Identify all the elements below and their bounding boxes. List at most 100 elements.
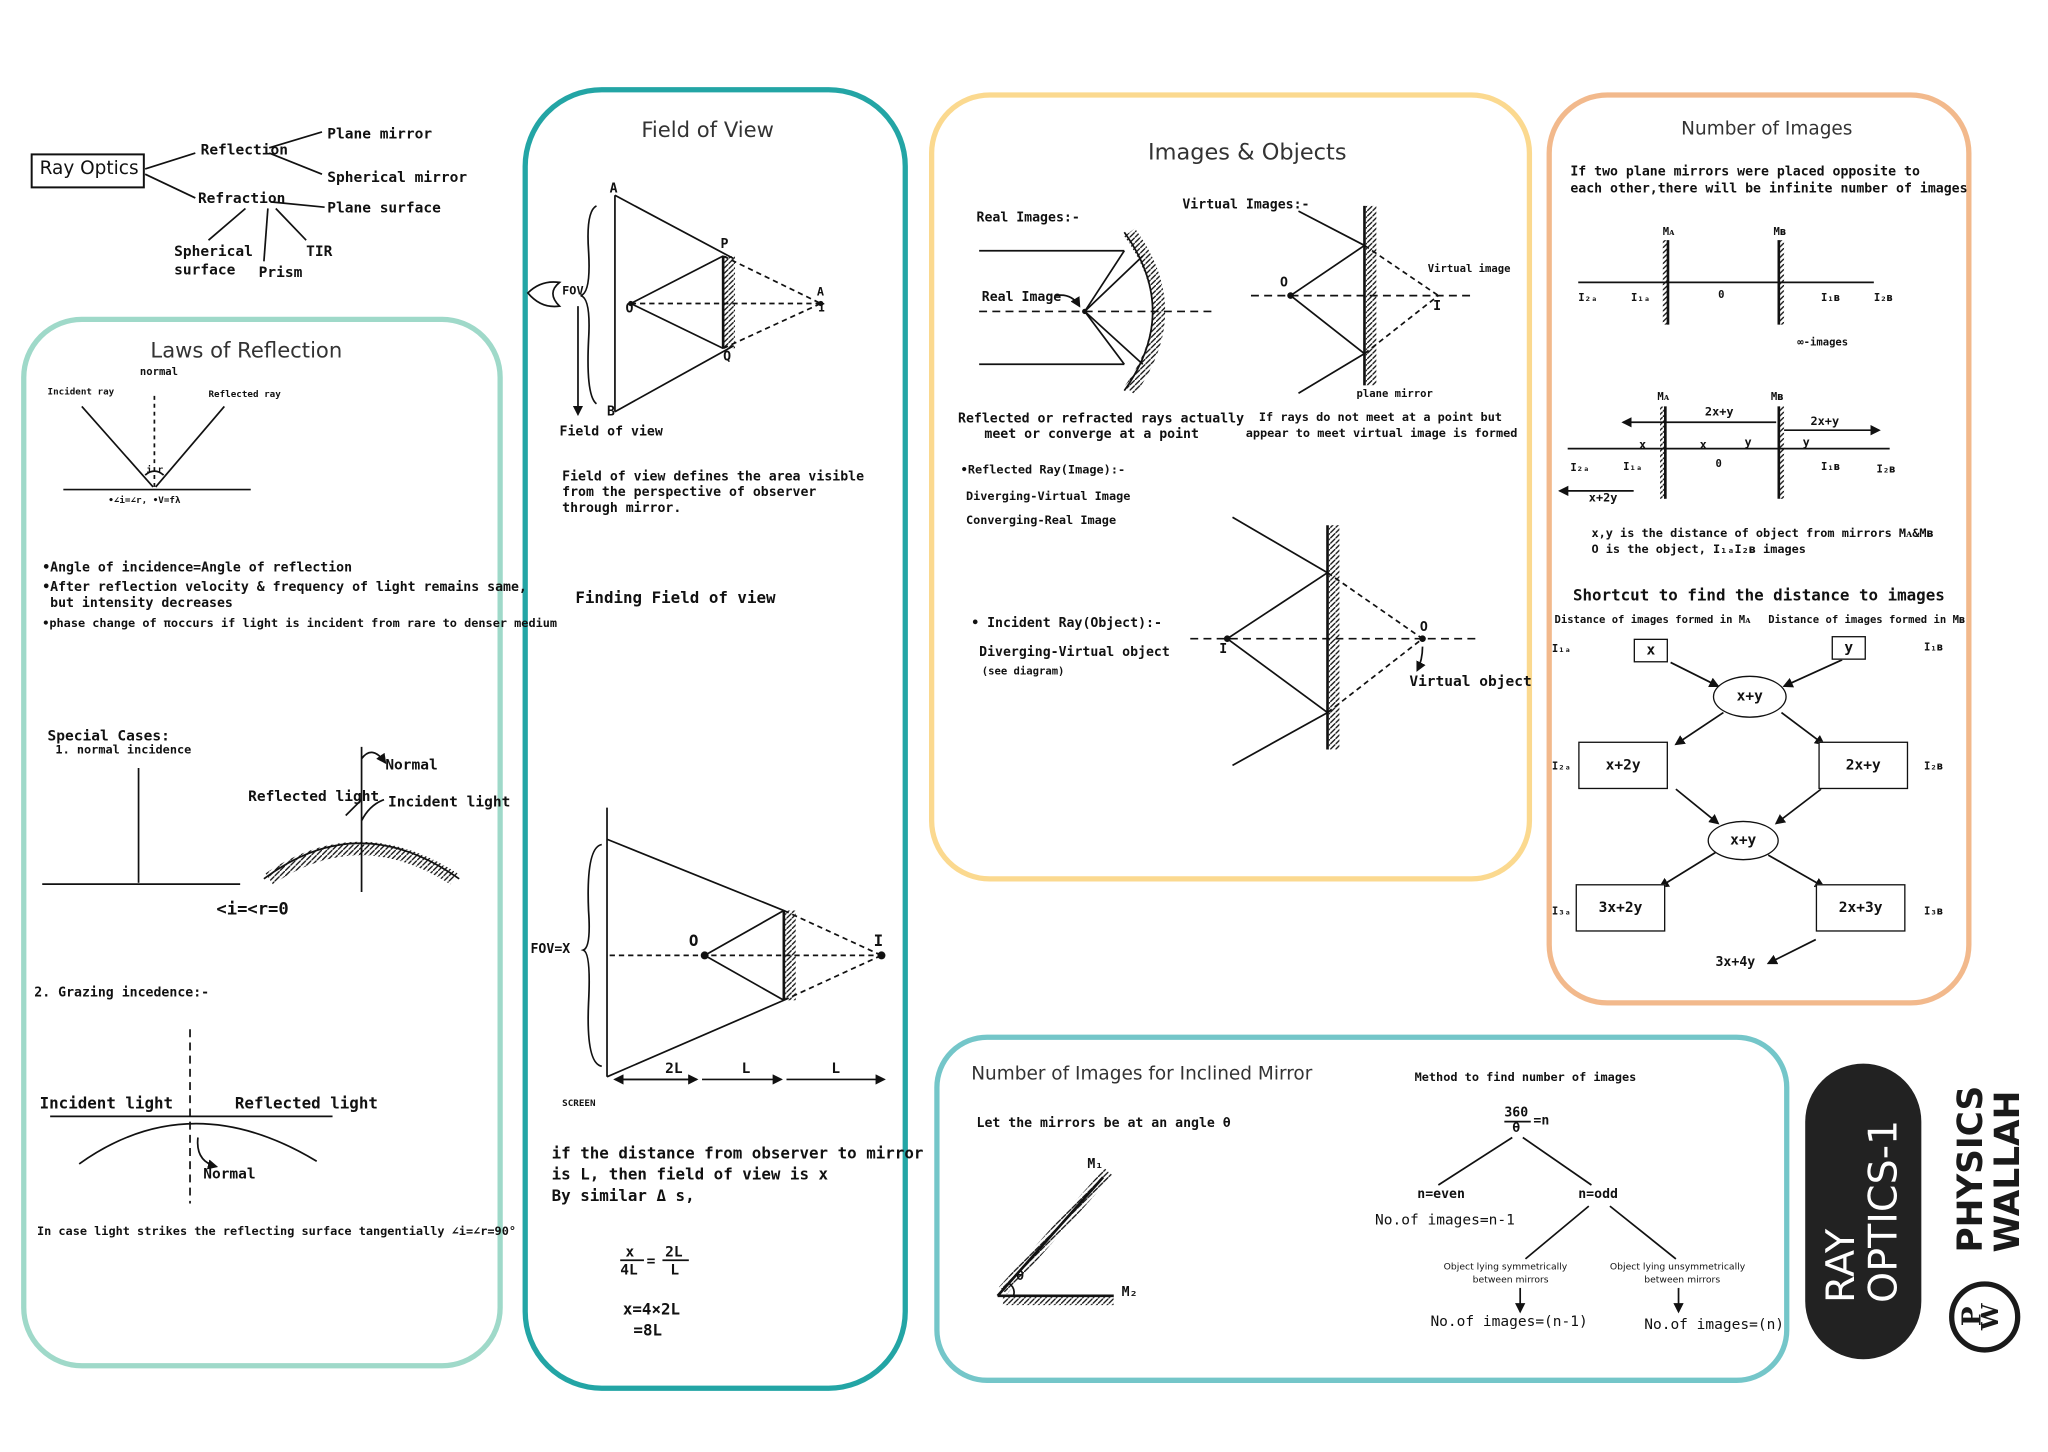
- fov-label-a: A: [609, 182, 618, 197]
- physics-wallah-wordmark: PHYSICS WALLAH: [1951, 1085, 2029, 1253]
- number-y-box: y: [1831, 636, 1866, 660]
- number-mb: Mʙ: [1773, 225, 1787, 238]
- mindmap-refraction: Refraction: [197, 190, 286, 208]
- fov-dist-2: is L, then field of view is x: [551, 1165, 829, 1184]
- inclined-n-odd: n=odd: [1578, 1187, 1618, 1203]
- number-title: Number of Images: [1681, 118, 1853, 140]
- number-i1a-flow: I₁ₐ: [1551, 642, 1571, 655]
- mindmap-root: Ray Optics: [39, 158, 139, 180]
- images-reflected-ray: •Reflected Ray(Image):-: [960, 464, 1126, 478]
- inclined-unsym-1: Object lying unsymmetrically: [1609, 1261, 1746, 1273]
- fov-title: Field of View: [641, 117, 774, 143]
- mindmap-spherical-surface-2: surface: [174, 261, 236, 279]
- number-xy-ellipse-1: x+y: [1712, 675, 1787, 718]
- laws-bullet-2: •After reflection velocity & frequency o…: [42, 580, 527, 596]
- inclined-title: Number of Images for Inclined Mirror: [971, 1063, 1313, 1085]
- number-infinite: ∞-images: [1797, 336, 1849, 349]
- images-diverging-virtual: Diverging-Virtual Image: [965, 490, 1131, 505]
- laws-bullet-1: •Angle of incidence=Angle of reflection: [42, 560, 353, 576]
- mindmap-reflection: Reflection: [200, 141, 288, 159]
- images-label-i: I: [1433, 299, 1442, 315]
- fov-fov-x: FOV=X: [530, 942, 571, 957]
- inclined-n-even: n=even: [1417, 1187, 1465, 1203]
- mindmap-plane-surface: Plane surface: [327, 199, 441, 217]
- images-virt-desc-1: If rays do not meet at a point but: [1258, 411, 1503, 425]
- number-i2a: I₂ₐ: [1578, 291, 1598, 304]
- fov-screen: SCREEN: [562, 1097, 596, 1109]
- laws-tangential: In case light strikes the reflecting sur…: [36, 1225, 517, 1240]
- fov-label-p: P: [720, 237, 729, 253]
- images-diverging-object: Diverging-Virtual object: [979, 645, 1170, 660]
- laws-normal-incidence: 1. normal incidence: [55, 744, 192, 758]
- number-i3a-flow: I₃ₐ: [1551, 905, 1571, 918]
- fov-finding: Finding Field of view: [575, 588, 776, 608]
- number-3x2y-box: 3x+2y: [1575, 884, 1666, 932]
- mindmap-tir: TIR: [306, 242, 333, 260]
- number-x-box: x: [1633, 638, 1668, 663]
- fov-def-2: from the perspective of observer: [562, 485, 817, 501]
- images-virtual-object: Virtual object: [1409, 672, 1532, 691]
- fov-result-2: =8L: [633, 1320, 663, 1340]
- laws-i-r-zero: <i=<r=0: [216, 899, 289, 920]
- laws-title: Laws of Reflection: [150, 337, 343, 363]
- inclined-theta: θ: [1016, 1269, 1025, 1284]
- number-x2y-box: x+2y: [1578, 741, 1668, 790]
- laws-grazing-normal: Normal: [203, 1165, 256, 1183]
- inclined-frac-den: θ: [1512, 1121, 1521, 1137]
- laws-incident-ray: Incident ray: [47, 386, 115, 398]
- images-converging-real: Converging-Real Image: [965, 514, 1117, 528]
- laws-relation: •∠i=∠r, •V=fλ: [108, 494, 181, 506]
- fov-frac-den-1: 4L: [620, 1261, 638, 1279]
- physics-wallah-logo-icon: P W: [1948, 1280, 2022, 1354]
- number-x-1: x: [1638, 439, 1647, 453]
- number-2xy-b: 2x+y: [1810, 415, 1840, 429]
- fov-label-q: Q: [723, 349, 732, 365]
- inclined-no-images-n1: No.of images=n-1: [1375, 1211, 1515, 1229]
- images-label-o: O: [1280, 275, 1288, 291]
- inclined-eq-n: =n: [1533, 1113, 1550, 1129]
- images-panel: [928, 92, 1533, 882]
- laws-panel: [21, 316, 503, 1369]
- fov-label-i2: I: [873, 931, 884, 951]
- number-xy-desc-2: O is the object, I₁ₐI₂ʙ images: [1591, 543, 1806, 557]
- number-ma-2: Mᴀ: [1657, 390, 1670, 403]
- laws-normal: normal: [139, 365, 179, 378]
- fov-field-of-view: Field of view: [559, 424, 663, 440]
- fov-frac-den-2: L: [670, 1261, 680, 1279]
- number-xy-ellipse-2: x+y: [1707, 820, 1779, 861]
- images-virtual-image: Virtual image: [1427, 262, 1511, 275]
- laws-bullet-2b: but intensity decreases: [50, 596, 233, 611]
- laws-special-cases: Special Cases:: [47, 727, 170, 745]
- fov-def-1: Field of view defines the area visible: [562, 469, 865, 485]
- images-plane-mirror: plane mirror: [1356, 387, 1433, 400]
- number-i1b: I₁ʙ: [1821, 291, 1841, 304]
- number-2xy-box: 2x+y: [1818, 741, 1909, 790]
- number-shortcut: Shortcut to find the distance to images: [1572, 585, 1945, 605]
- number-zero: 0: [1718, 288, 1725, 301]
- laws-incident-light: Incident light: [387, 793, 511, 811]
- fov-label-a-image: A: [816, 286, 824, 300]
- inclined-frac-num: 360: [1504, 1105, 1529, 1121]
- images-label-o2: O: [1419, 620, 1428, 635]
- laws-i-r: i r: [146, 464, 164, 476]
- mindmap-spherical-surface: Spherical: [174, 242, 253, 260]
- mindmap-plane-mirror: Plane mirror: [327, 125, 433, 143]
- number-i2b: I₂ʙ: [1873, 291, 1893, 304]
- ray-optics-badge: [1805, 1063, 1922, 1360]
- number-i1a: I₁ₐ: [1631, 291, 1651, 304]
- inclined-method: Method to find number of images: [1414, 1071, 1637, 1085]
- laws-normal-label: Normal: [385, 756, 438, 774]
- laws-grazing: 2. Grazing incedence:-: [34, 985, 210, 1001]
- number-i2a-2: I₂ₐ: [1570, 461, 1590, 474]
- fov-frac-num-2: 2L: [665, 1243, 683, 1261]
- laws-reflected-ray: Reflected ray: [208, 389, 281, 400]
- images-virt-desc-2: appear to meet virtual image is formed: [1245, 427, 1518, 441]
- images-title: Images & Objects: [1148, 139, 1347, 167]
- number-intro-1: If two plane mirrors were placed opposit…: [1570, 164, 1920, 180]
- number-2xy-a: 2x+y: [1704, 406, 1734, 420]
- fov-dist-1: if the distance from observer to mirror: [551, 1144, 924, 1163]
- inclined-let-mirrors: Let the mirrors be at an angle θ: [976, 1116, 1231, 1131]
- inclined-result-sym: No.of images=(n-1): [1430, 1313, 1588, 1331]
